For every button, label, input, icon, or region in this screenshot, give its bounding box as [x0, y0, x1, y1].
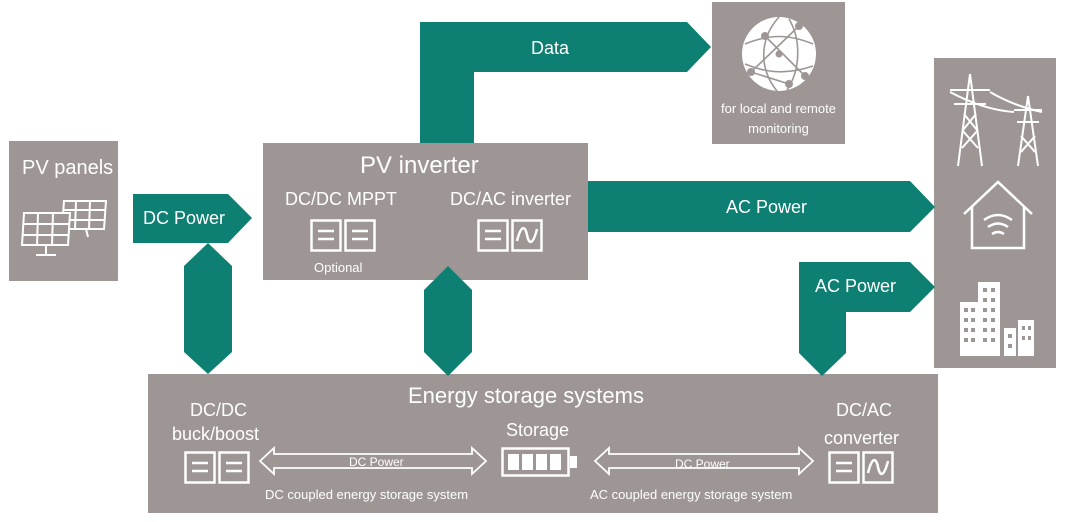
dcac-label-line2: converter [824, 428, 900, 448]
dc-dc-converter-icon [310, 219, 376, 252]
ac-power-top-label: AC Power [726, 197, 808, 217]
ac-power-bottom-arrow [799, 262, 935, 376]
storage-system-title: Energy storage systems [408, 383, 644, 408]
solar-panel-icon [20, 200, 108, 256]
pv-storage-link [184, 243, 232, 374]
dc-link-left-label: DC Power [349, 455, 404, 469]
mppt-label: DC/DC MPPT [285, 189, 397, 209]
dcdc-label-line1: DC/DC [190, 400, 247, 420]
dc-ac-inverter-icon [477, 219, 543, 252]
ac-power-bottom-label: AC Power [815, 276, 897, 296]
dcac-inverter-label: DC/AC inverter [450, 189, 572, 209]
storage-label: Storage [506, 420, 570, 440]
battery-icon [501, 447, 577, 477]
dc-coupled-caption: DC coupled energy storage system [265, 487, 469, 502]
dc-link-right-label: DC Power [675, 457, 730, 471]
dc-coupled-double-arrow [258, 446, 488, 476]
power-pylon-icon [949, 73, 1043, 167]
house-wifi-icon [963, 180, 1033, 250]
data-arrow [420, 22, 711, 143]
dc-power-label: DC Power [143, 208, 226, 228]
dc-dc-buck-boost-icon [184, 451, 250, 484]
ac-power-top-arrow [588, 181, 935, 232]
globe-network-icon [742, 16, 816, 92]
pv-inverter-title: PV inverter [360, 152, 479, 179]
dcac-label-line1: DC/AC [836, 400, 893, 420]
ac-coupled-caption: AC coupled energy storage system [590, 487, 793, 502]
ac-coupled-double-arrow [593, 446, 815, 476]
monitoring-caption-line2: monitoring [748, 121, 809, 136]
dc-ac-converter-icon [828, 451, 894, 484]
dcdc-label-line2: buck/boost [172, 424, 260, 444]
dc-power-arrow [133, 194, 252, 243]
mppt-optional-note: Optional [314, 260, 363, 275]
city-buildings-icon [960, 282, 1034, 356]
monitoring-caption-line1: for local and remote [721, 101, 836, 116]
inverter-storage-link [424, 266, 472, 376]
pv-inverter-box [263, 143, 588, 280]
data-label: Data [531, 38, 570, 58]
pv-panels-label: PV panels [22, 157, 114, 179]
energy-storage-box [148, 374, 938, 513]
